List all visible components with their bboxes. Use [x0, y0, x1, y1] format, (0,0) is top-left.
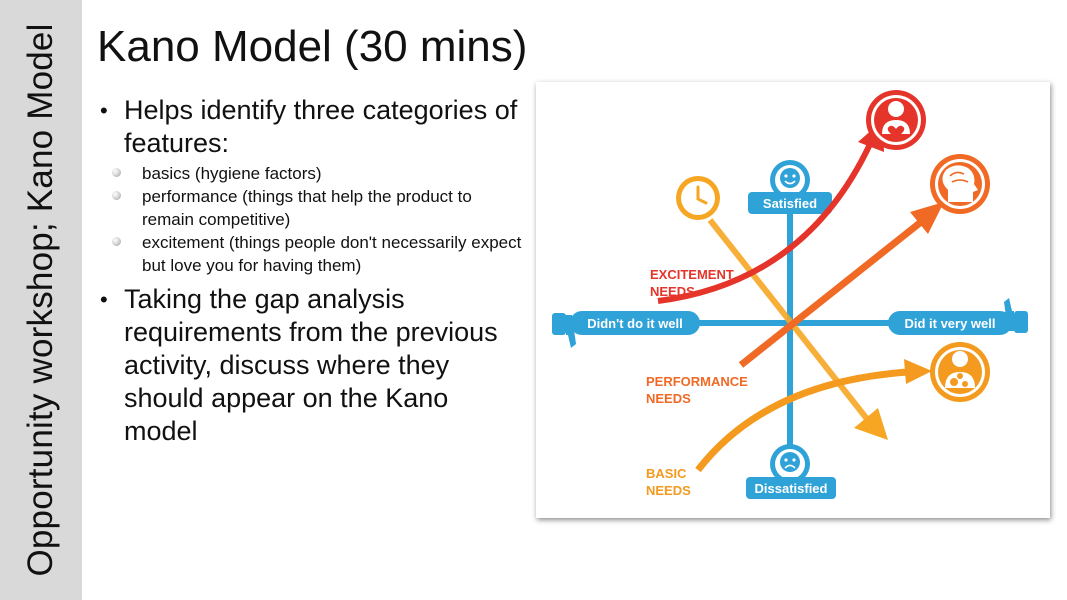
sidebar-title: Opportunity workshop; Kano Model: [21, 23, 60, 577]
dissatisfied-label: Dissatisfied: [755, 481, 828, 496]
performance-arrow: [738, 219, 924, 368]
sidebar: Opportunity workshop; Kano Model: [0, 0, 82, 600]
didnt-do-well-label: Didn't do it well: [587, 316, 683, 331]
gears-person-icon: [930, 342, 990, 402]
bullet-item: Taking the gap analysis requirements fro…: [97, 283, 527, 448]
sub-bullet-list: basics (hygiene factors) performance (th…: [97, 162, 527, 277]
trend-arrow-head: [854, 408, 888, 440]
kano-diagram-svg: Didn't do it well Did it very well Satis…: [552, 90, 1028, 499]
did-very-well-badge: [888, 311, 1012, 335]
basic-needs-curve: [695, 368, 909, 473]
smiley-icon: [770, 160, 810, 200]
clock-icon: [676, 176, 720, 220]
performance-needs-label-line1: PERFORMANCE: [646, 374, 748, 389]
sad-face-icon: [770, 444, 810, 484]
excitement-curve: [657, 140, 874, 304]
sub-bullet-text: performance (things that help the produc…: [142, 187, 472, 229]
performance-needs-label-line2: NEEDS: [646, 391, 691, 406]
basic-needs-arrowhead: [904, 359, 932, 384]
didnt-do-well-badge: [570, 311, 700, 335]
thumbs-down-icon: [552, 313, 576, 348]
sub-bullet-text: excitement (things people don't necessar…: [142, 233, 522, 275]
excitement-needs-label-line2: NEEDS: [650, 284, 695, 299]
basic-needs-label-line2: NEEDS: [646, 483, 691, 498]
heart-person-icon: [866, 90, 926, 150]
sub-bullet-item: performance (things that help the produc…: [97, 185, 527, 231]
excitement-needs-label-line1: EXCITEMENT: [650, 267, 734, 282]
slide-title: Kano Model (30 mins): [97, 22, 528, 71]
dissatisfied-badge: [746, 477, 836, 499]
bullet-dot-icon: [112, 168, 121, 177]
basic-needs-label-line1: BASIC: [646, 466, 687, 481]
sub-bullet-item: excitement (things people don't necessar…: [97, 231, 527, 277]
satisfied-badge: [748, 192, 832, 214]
bullet-dot-icon: [112, 237, 121, 246]
kano-diagram: Didn't do it well Did it very well Satis…: [536, 82, 1050, 518]
sub-bullet-item: basics (hygiene factors): [97, 162, 527, 185]
bullet-dot-icon: [112, 191, 121, 200]
sub-bullet-text: basics (hygiene factors): [142, 164, 322, 183]
did-very-well-label: Did it very well: [904, 316, 995, 331]
bullet-list: Helps identify three categories of featu…: [97, 94, 527, 448]
satisfied-label: Satisfied: [763, 196, 817, 211]
brain-head-icon: [930, 154, 990, 214]
performance-arrowhead: [910, 202, 944, 234]
bullet-item: Helps identify three categories of featu…: [97, 94, 527, 160]
